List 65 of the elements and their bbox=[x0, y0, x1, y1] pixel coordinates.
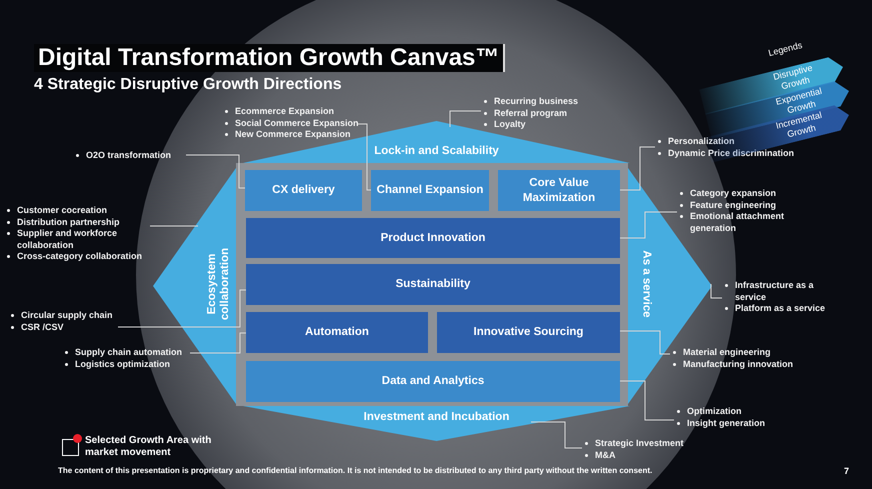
bullet-item: Recurring business bbox=[494, 96, 578, 106]
leader-line bbox=[710, 284, 722, 298]
bullet-item: Cross-category collaboration bbox=[17, 251, 142, 261]
box-label: CX delivery bbox=[272, 183, 335, 198]
legend-title: Legends bbox=[767, 40, 804, 58]
box-label: Channel Expansion bbox=[376, 183, 484, 198]
bullet-item: M&A bbox=[595, 450, 616, 460]
bullet-item: Circular supply chain bbox=[21, 310, 113, 320]
box-label: Core Value Maximization bbox=[522, 176, 596, 206]
bullet-item: Distribution partnership bbox=[17, 216, 120, 226]
strategy-box bbox=[437, 312, 620, 353]
bullet-item: Dynamic Price discrimination bbox=[668, 148, 794, 158]
footer-note: The content of this presentation is proprietary and confidential information. It is not intended to be distributed to any third party without the written consent. bbox=[58, 466, 652, 475]
bullet-item: New Commerce Expansion bbox=[235, 129, 351, 139]
band-label: Lock-in and Scalability bbox=[373, 145, 500, 158]
leader-line bbox=[620, 212, 678, 238]
strategy-box bbox=[246, 264, 620, 305]
bullet-item: Emotional attachment generation bbox=[690, 211, 784, 232]
bullet-item: Ecommerce Expansion bbox=[235, 106, 334, 116]
strategy-box bbox=[245, 170, 362, 211]
box-label: Innovative Sourcing bbox=[474, 325, 584, 340]
bullet-item: Strategic Investment bbox=[595, 438, 684, 448]
strategy-box bbox=[246, 218, 620, 258]
strategy-box bbox=[246, 361, 620, 402]
leader-line bbox=[530, 422, 582, 448]
bullet-item: Insight generation bbox=[687, 418, 766, 428]
leader-line bbox=[118, 290, 246, 328]
strategy-box bbox=[246, 312, 428, 353]
bullet-item: O2O transformation bbox=[86, 150, 172, 160]
bullet-item: Social Commerce Expansion bbox=[235, 118, 359, 128]
band-label: Ecosystem collaboration bbox=[206, 246, 232, 322]
bullet-item: Personalization bbox=[668, 136, 735, 146]
box-label: Sustainability bbox=[396, 277, 470, 292]
legend-text: Selected Growth Area with market movement bbox=[85, 435, 212, 459]
box-label: Automation bbox=[305, 325, 369, 340]
bullet-item: Supply chain automation bbox=[75, 347, 182, 357]
bullet-item: Material engineering bbox=[683, 347, 771, 357]
bullet-item: Customer cocreation bbox=[17, 205, 108, 215]
band-label: Investment and Incubation bbox=[362, 411, 510, 424]
leader-line bbox=[620, 380, 674, 420]
bullet-item: Category expansion bbox=[690, 188, 776, 198]
bullet-item: Infrastructure as a service bbox=[735, 280, 814, 302]
triangle-band bbox=[243, 406, 630, 441]
bullet-item: Optimization bbox=[687, 406, 742, 416]
bullet-item: Loyalty bbox=[494, 119, 526, 129]
leader-line bbox=[450, 110, 482, 128]
leader-line bbox=[186, 154, 246, 188]
title: Digital Transformation Growth Canvas™ bbox=[34, 44, 506, 72]
bullet-item: Logistics optimization bbox=[75, 358, 170, 368]
leader-line bbox=[620, 146, 656, 190]
bullet-item: Feature engineering bbox=[690, 200, 776, 210]
bullet-item: CSR /CSV bbox=[21, 322, 64, 332]
leader-line bbox=[620, 330, 670, 354]
strategy-box bbox=[371, 170, 489, 211]
box-label: Data and Analytics bbox=[382, 374, 484, 389]
bullet-item: Platform as a service bbox=[735, 303, 826, 313]
band-label: As a service bbox=[640, 249, 652, 320]
bullet-item: Manufacturing innovation bbox=[683, 358, 793, 368]
subtitle: 4 Strategic Disruptive Growth Directions bbox=[34, 76, 342, 94]
strategy-box bbox=[498, 170, 620, 211]
page-number: 7 bbox=[844, 466, 850, 476]
leader-line bbox=[358, 124, 372, 190]
box-label: Product Innovation bbox=[380, 230, 486, 246]
bullet-item: Referral program bbox=[494, 108, 568, 118]
bullet-item: Supplier and workforce collaboration bbox=[17, 228, 118, 250]
